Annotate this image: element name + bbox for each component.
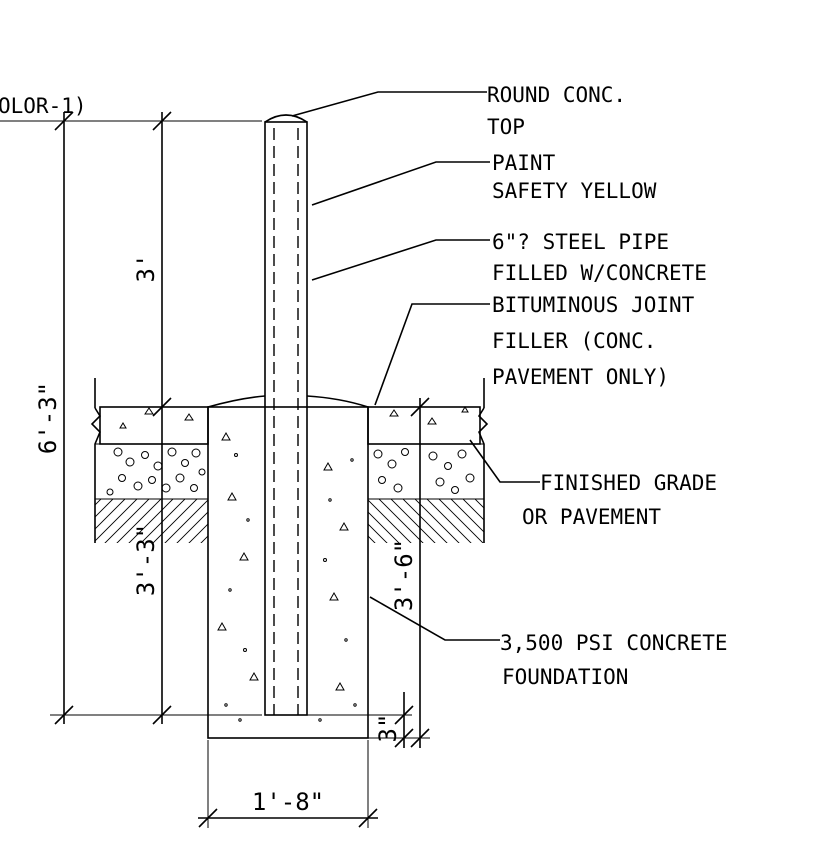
top-left-fragment-label: OLOR-1) xyxy=(0,94,87,118)
ground-right xyxy=(367,378,489,543)
soil-layer-left xyxy=(95,499,208,543)
pavement-aggregate xyxy=(119,406,469,429)
overall-height-dimension: 6'-3" xyxy=(34,382,62,454)
pipe-label-line2: FILLED W/CONCRETE xyxy=(492,261,707,285)
above-grade-dimension: 3' xyxy=(132,254,160,283)
round-top-label-line1: ROUND CONC. xyxy=(487,83,626,107)
filler-label-line3: PAVEMENT ONLY) xyxy=(492,365,669,389)
steel-pipe xyxy=(264,114,308,716)
pavement-layer-left xyxy=(99,406,209,445)
ground-left xyxy=(90,378,209,543)
round-top-label-line2: TOP xyxy=(487,115,525,139)
paint-label-line1: PAINT xyxy=(492,151,556,175)
gravel-layer-right xyxy=(367,443,485,500)
bottom-clearance-dimension: 3" xyxy=(374,714,402,743)
embed-depth-dimension: 3'-3" xyxy=(132,524,160,596)
foundation-width-dimension: 1'-8" xyxy=(252,788,324,816)
grade-label-line2: OR PAVEMENT xyxy=(522,505,661,529)
pavement-layer-right xyxy=(367,406,481,445)
leader-lines xyxy=(291,91,540,641)
foundation-label-line1: 3,500 PSI CONCRETE xyxy=(500,631,728,655)
foundation-depth-dimension: 3'-6" xyxy=(390,539,418,611)
dimension-lines xyxy=(0,111,430,828)
round-concrete-top xyxy=(264,114,308,123)
grade-label-line1: FINISHED GRADE xyxy=(540,471,717,495)
concrete-foundation xyxy=(207,406,369,739)
grout-mound-right xyxy=(306,395,369,408)
soil-layer-right xyxy=(368,499,484,543)
filler-label-line1: BITUMINOUS JOINT xyxy=(492,293,695,317)
foundation-label-line2: FOUNDATION xyxy=(502,665,628,689)
paint-label-line2: SAFETY YELLOW xyxy=(492,179,657,203)
gravel-layer-left xyxy=(94,443,209,500)
filler-label-line2: FILLER (CONC. xyxy=(492,329,656,353)
gravel-aggregate xyxy=(106,447,475,496)
pipe-label-line1: 6"? STEEL PIPE xyxy=(492,230,669,254)
grout-mound-left xyxy=(207,395,266,408)
foundation-aggregate xyxy=(217,431,357,722)
